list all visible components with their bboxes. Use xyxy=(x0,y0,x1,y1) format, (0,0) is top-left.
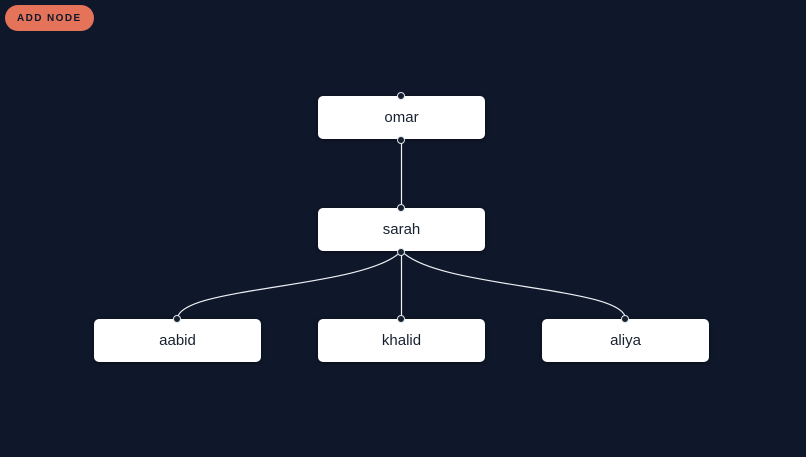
node-handle-bottom[interactable] xyxy=(397,247,405,256)
node-khalid[interactable]: khalid xyxy=(318,314,485,362)
node-handle-top[interactable] xyxy=(397,203,405,212)
node-label: aabid xyxy=(159,332,196,349)
node-aabid[interactable]: aabid xyxy=(94,314,261,362)
node-handle-top[interactable] xyxy=(397,314,405,323)
node-aliya[interactable]: aliya xyxy=(542,314,709,362)
node-handle-top[interactable] xyxy=(397,91,405,100)
node-label: aliya xyxy=(610,332,641,349)
node-label: khalid xyxy=(381,332,422,349)
node-handle-top[interactable] xyxy=(621,314,629,323)
node-label: sarah xyxy=(382,221,421,238)
node-omar[interactable]: omar xyxy=(318,91,485,144)
node-handle-bottom[interactable] xyxy=(397,135,405,144)
add-node-button[interactable]: ADD NODE xyxy=(5,5,94,31)
node-sarah[interactable]: sarah xyxy=(318,203,485,256)
node-label: omar xyxy=(384,109,419,126)
edge-sarah-aliya[interactable] xyxy=(401,250,627,320)
node-handle-top[interactable] xyxy=(173,314,181,323)
edge-sarah-aabid[interactable] xyxy=(176,250,402,320)
